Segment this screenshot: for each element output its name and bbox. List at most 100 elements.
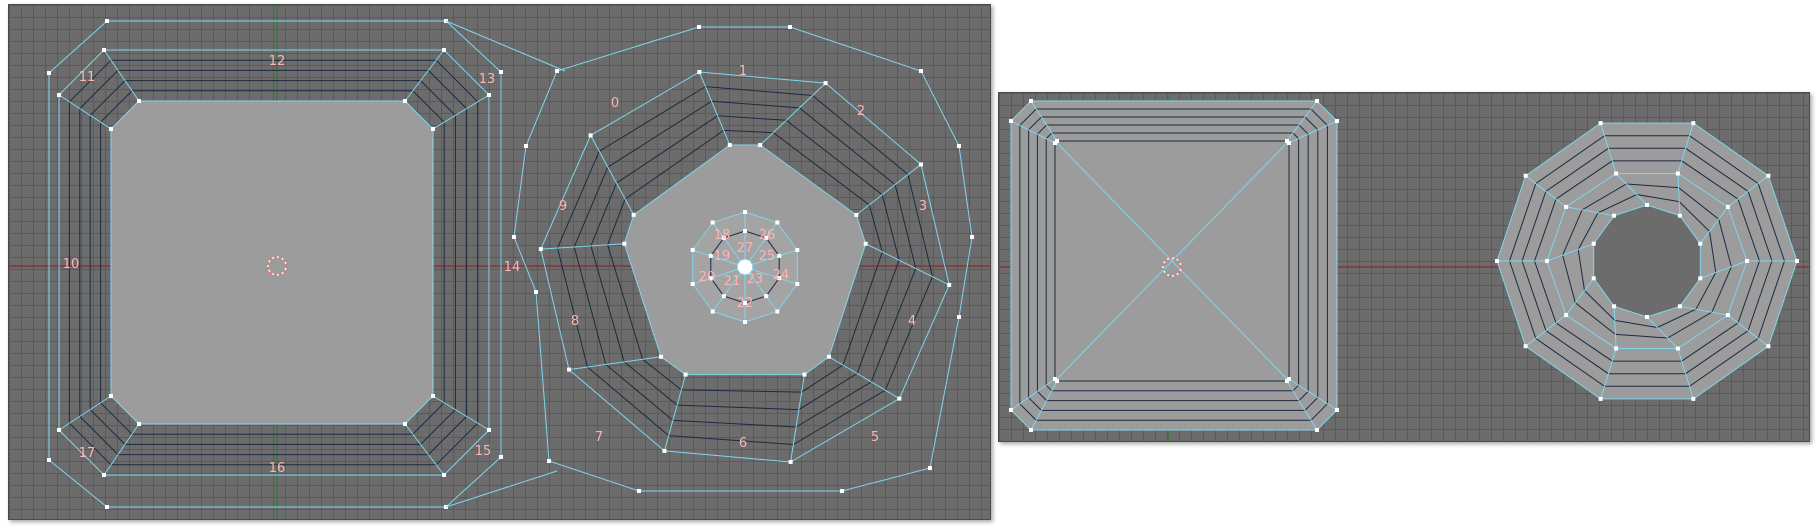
uv-vertex	[659, 354, 664, 359]
uv-edge	[1613, 306, 1617, 349]
uv-vertex	[1745, 259, 1749, 263]
uv-island-label: 6	[739, 436, 747, 451]
uv-edge	[432, 395, 490, 431]
uv-vertex	[442, 473, 446, 477]
uv-vertex	[487, 93, 491, 97]
uv-vertex	[1645, 203, 1649, 207]
uv-vertex	[588, 133, 593, 138]
uv-vertex	[947, 282, 952, 287]
mesh-canvas[interactable]	[999, 93, 1809, 441]
uv-vertex	[697, 25, 701, 29]
uv-vertex	[431, 127, 435, 131]
uv-edge	[1615, 173, 1648, 206]
uv-vertex	[826, 354, 831, 359]
uv-islands	[47, 19, 974, 509]
uv-edge	[1699, 206, 1729, 244]
uv-vertex	[727, 143, 732, 148]
uv-island-label: 17	[79, 446, 96, 461]
uv-vertex	[1598, 396, 1603, 401]
uv-edge	[1030, 380, 1058, 431]
uv-vertex	[1564, 204, 1569, 209]
uv-vertex	[1677, 304, 1682, 309]
uv-vertex	[1545, 259, 1549, 263]
uv-vertex	[1612, 304, 1617, 309]
uv-island-label: 12	[269, 54, 286, 69]
uv-vertex	[1677, 213, 1682, 218]
uv-vertex	[1691, 396, 1696, 401]
uv-vertex	[1009, 119, 1013, 123]
uv-vertex	[795, 248, 800, 253]
uv-island-label: 2	[857, 104, 865, 119]
uv-edge	[692, 249, 738, 266]
uv-vertex	[109, 394, 113, 398]
mesh	[1009, 99, 1799, 432]
uv-edge	[404, 423, 445, 476]
uv-vertex	[1612, 213, 1617, 218]
uv-vertex	[710, 220, 715, 225]
uv-vertex	[444, 19, 448, 23]
uv-island-label: 15	[475, 444, 492, 459]
uv-island-label: 24	[773, 268, 790, 283]
uv-vertex	[795, 281, 800, 286]
uv-vertex	[777, 253, 782, 258]
uv-island-label: 3	[919, 199, 927, 214]
3d-cursor-ring	[1162, 257, 1182, 277]
uv-vertex	[47, 71, 51, 75]
uv-edge	[1565, 278, 1595, 316]
uv-vertex	[1029, 99, 1033, 103]
uv-vertex	[1675, 346, 1680, 351]
uv-edge	[692, 268, 738, 285]
uv-edge	[663, 374, 687, 452]
uv-vertex	[919, 69, 923, 73]
uv-edge	[698, 71, 731, 146]
uv-edge	[58, 395, 112, 431]
uv-vertex	[431, 394, 435, 398]
uv-island-label: 19	[714, 249, 731, 264]
uv-island-label: 20	[699, 270, 716, 285]
uv-edge	[432, 94, 490, 130]
uv-island-label: 10	[63, 257, 80, 272]
uv-vertex	[743, 210, 747, 214]
uv-vertex	[697, 70, 702, 75]
mesh-hole	[1593, 204, 1701, 318]
uv-edge	[712, 273, 741, 312]
uv-edge	[1677, 122, 1694, 174]
uv-island-label: 27	[737, 241, 754, 256]
uv-island-label: 1	[739, 64, 747, 79]
uv-vertex	[47, 458, 51, 462]
uv-vertex	[442, 48, 446, 52]
uv-island-label: 5	[871, 430, 879, 445]
uv-edge	[1525, 314, 1567, 347]
uv-vertex	[1725, 313, 1730, 318]
uv-edge	[568, 356, 662, 371]
uv-vertex	[1614, 346, 1619, 351]
uv-edge	[856, 164, 922, 216]
uv-edge	[790, 374, 805, 463]
uv-vertex	[1698, 241, 1703, 246]
uv-vertex	[1591, 276, 1596, 281]
uv-vertex	[1315, 99, 1319, 103]
uv-vertex	[1029, 428, 1033, 432]
uv-edge	[749, 222, 778, 261]
uv-vertex	[1523, 344, 1528, 349]
uv-vertex	[534, 290, 538, 294]
uv-vertex	[487, 428, 491, 432]
uv-edge	[445, 20, 566, 72]
uv-vertex	[567, 367, 572, 372]
uv-vertex	[1598, 121, 1603, 126]
uv-edge	[1566, 206, 1615, 217]
uv-edge	[759, 82, 826, 146]
uv-vertex	[863, 241, 868, 246]
3d-viewport[interactable]	[998, 92, 1810, 442]
uv-edge	[1525, 175, 1567, 208]
uv-island-label: 16	[269, 461, 286, 476]
uv-edge	[1600, 348, 1617, 400]
uv-vertex	[631, 212, 636, 217]
uv-vertex	[662, 448, 667, 453]
uv-vertex	[1523, 173, 1528, 178]
uv-edge	[58, 94, 112, 130]
uv-edge	[1286, 100, 1318, 142]
uv-edge	[752, 249, 798, 266]
